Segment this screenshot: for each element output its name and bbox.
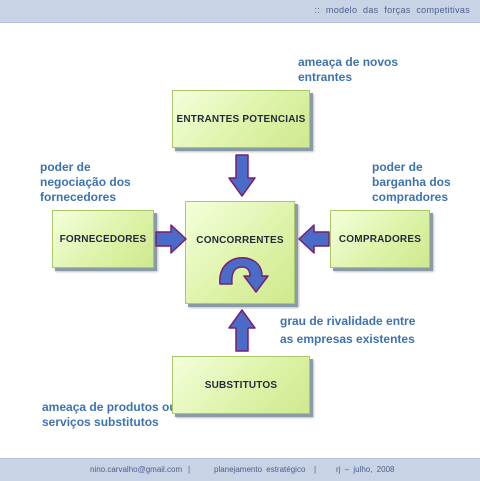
- box-concorrentes: CONCORRENTES: [185, 201, 295, 304]
- note-line: grau de rivalidade entre: [280, 314, 416, 328]
- arrow-left-icon: [298, 224, 330, 254]
- footer-email: nino.carvalho@gmail.com: [90, 465, 183, 474]
- box-label: ENTRANTES POTENCIAIS: [176, 113, 306, 125]
- slide-title: :: modelo das forças competitivas: [314, 5, 470, 15]
- arrow-right-icon: [155, 224, 187, 254]
- box-label: SUBSTITUTOS: [204, 379, 278, 391]
- box-compradores: COMPRADORES: [330, 210, 430, 268]
- box-fornecedores: FORNECEDORES: [52, 210, 154, 268]
- box-entrantes-potenciais: ENTRANTES POTENCIAIS: [172, 90, 310, 148]
- note-entrantes: ameaça de novos entrantes: [298, 55, 398, 85]
- note-line: negociação dos: [40, 175, 131, 189]
- rivalry-curved-arrow-icon: [219, 256, 269, 293]
- note-line: ameaça de novos: [298, 55, 399, 69]
- header-bar: :: modelo das forças competitivas: [0, 0, 480, 23]
- box-label: COMPRADORES: [338, 233, 422, 245]
- note-line: poder de: [372, 160, 423, 174]
- note-line: fornecedores: [40, 190, 117, 204]
- box-substitutos: SUBSTITUTOS: [172, 356, 310, 414]
- note-line: serviços substitutos: [42, 415, 159, 429]
- note-line: ameaça de produtos ou: [42, 400, 177, 414]
- arrow-up-icon: [228, 309, 256, 352]
- note-compradores: poder de barganha dos compradores: [372, 160, 451, 205]
- note-fornecedores: poder de negociação dos fornecedores: [40, 160, 131, 205]
- note-rivalidade: grau de rivalidade entre as empresas exi…: [280, 312, 415, 348]
- box-label: CONCORRENTES: [196, 235, 284, 246]
- note-line: compradores: [372, 190, 449, 204]
- note-line: as empresas existentes: [280, 332, 415, 346]
- note-substitutos: ameaça de produtos ou serviços substitut…: [42, 400, 177, 430]
- footer-separator: |: [314, 465, 317, 474]
- note-line: entrantes: [298, 70, 353, 84]
- note-line: barganha dos: [372, 175, 451, 189]
- footer-separator: |: [188, 465, 191, 474]
- box-label: FORNECEDORES: [59, 233, 147, 245]
- footer-bar: nino.carvalho@gmail.com | planejamento e…: [0, 458, 480, 481]
- footer-date: rj – julho, 2008: [336, 465, 395, 474]
- footer-course: planejamento estratégico: [214, 465, 306, 474]
- arrow-down-icon: [228, 154, 256, 197]
- note-line: poder de: [40, 160, 91, 174]
